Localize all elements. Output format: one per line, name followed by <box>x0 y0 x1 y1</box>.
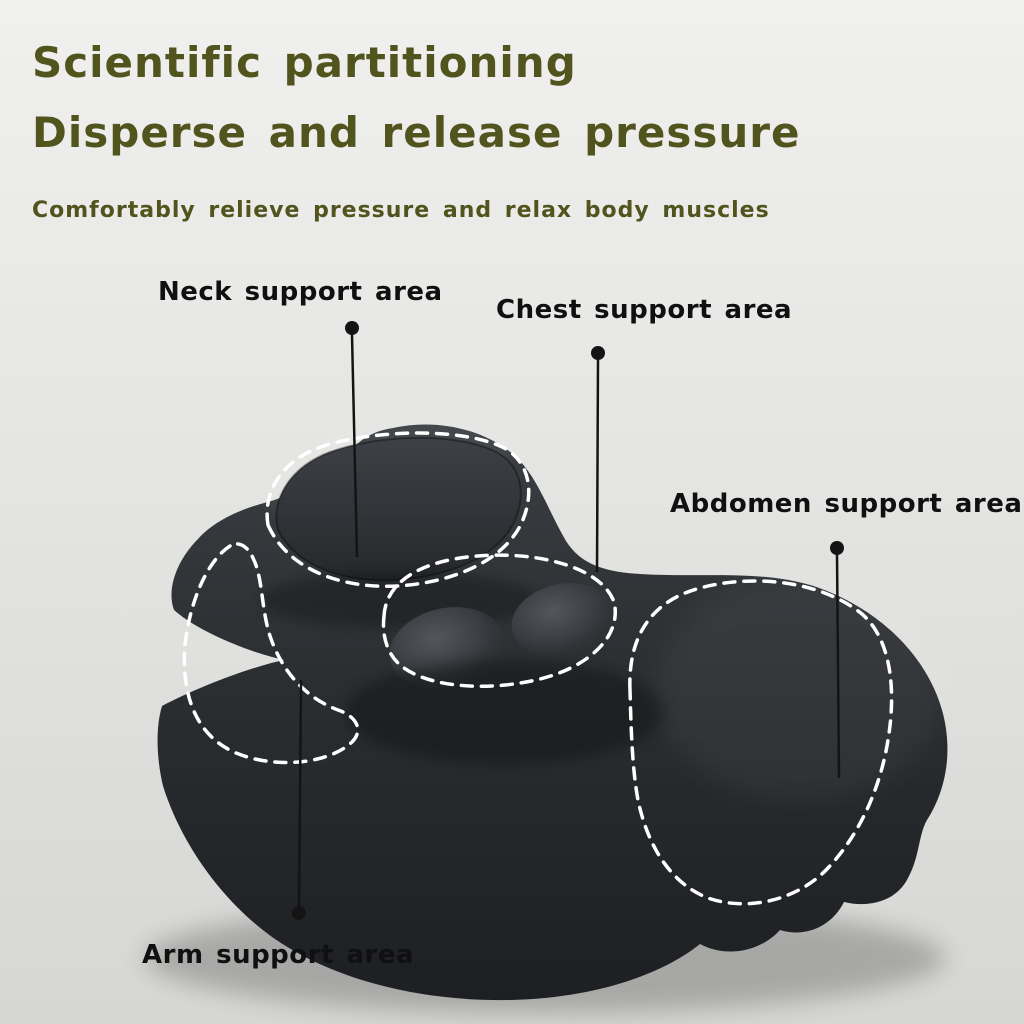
page-subtitle: Comfortably relieve pressure and relax b… <box>32 198 770 223</box>
wing-highlight <box>655 580 945 800</box>
abdomen-callout-dot <box>830 541 844 555</box>
neck-support-label: Neck support area <box>158 277 443 307</box>
arm-zone-outline <box>182 542 360 765</box>
callouts <box>292 321 844 920</box>
neck-zone-outline <box>265 431 531 589</box>
abdomen-support-label: Abdomen support area <box>670 489 1023 519</box>
zone-outlines <box>182 431 894 906</box>
valley-shadow <box>345 660 665 764</box>
page-title-line2: Disperse and release pressure <box>32 108 801 157</box>
chest-support-label: Chest support area <box>496 295 793 325</box>
page-title-line1: Scientific partitioning <box>32 38 577 87</box>
chest-bump-right <box>511 583 615 657</box>
chest-zone-outline <box>381 553 617 688</box>
neck-callout-line <box>350 333 359 558</box>
arm-support-label: Arm support area <box>142 940 415 970</box>
arm-callout-dot <box>292 906 306 920</box>
abdomen-zone-outline <box>628 579 894 906</box>
chest-callout-dot <box>591 346 605 360</box>
arm-callout-line <box>297 679 303 908</box>
neck-callout-dot <box>345 321 359 335</box>
chest-callout-line <box>595 358 600 573</box>
abdomen-callout-line <box>835 553 841 779</box>
